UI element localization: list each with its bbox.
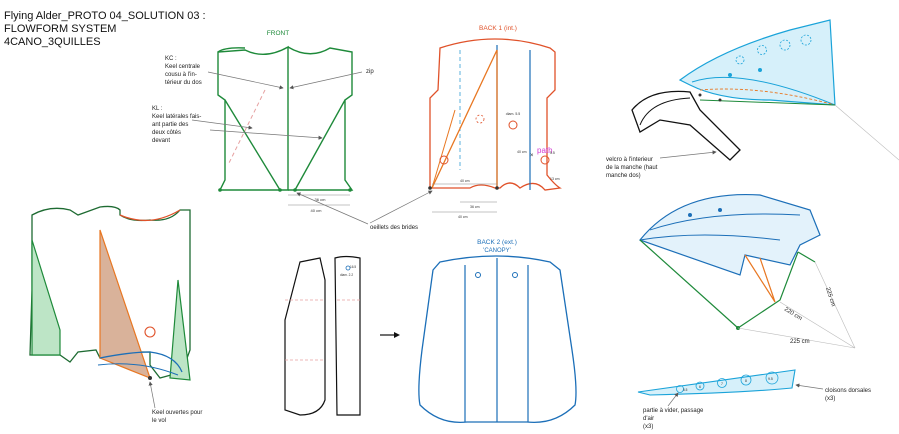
black-pattern-pieces: 16.5 diam. 2.2: [284, 255, 361, 416]
kl-annotation: KL : Keel latérales fais- ant partie des…: [152, 106, 323, 144]
velcro-annotation: velcro à l'interieur de la manche (haut …: [606, 150, 717, 179]
wing-dim-3: 225 cm: [790, 339, 810, 345]
front-left-panel: [217, 45, 289, 191]
kl-label: KL : Keel latérales fais- ant partie des…: [152, 106, 203, 144]
title-line-3: 4CANO_3QUILLES: [4, 36, 101, 48]
front-panel: FRONT 36 cm 40 cm: [217, 30, 354, 213]
front-dim-36: 36 cm: [315, 197, 327, 202]
back1-dim-40: 40 cm: [460, 179, 470, 183]
strip-label-2: diam. 2.2: [340, 273, 353, 277]
back2-heading: BACK 2 (ext.): [477, 239, 517, 246]
back1-diam: diam. 5.5: [506, 112, 520, 116]
title-line-2: FLOWFORM SYSTEM: [4, 23, 117, 35]
back1-dim-40b: 40 cm: [458, 215, 468, 219]
arrow-to-canopy: [380, 332, 400, 338]
wing-dim-2: 220 cm: [783, 307, 803, 323]
keel-open-label: Keel ouvertes pour le vol: [152, 410, 204, 424]
cloisons-strip: 5.5 6 7 8 9.5 cloisons dorsales (x3) par…: [637, 369, 873, 430]
back2-subheading: 'CANOPY': [483, 248, 511, 254]
back1-heading: BACK 1 (int.): [479, 25, 517, 32]
document-title: Flying Alder_PROTO 04_SOLUTION 03 : FLOW…: [4, 10, 206, 49]
circle-label-4: 8: [745, 379, 747, 383]
back2-panel: BACK 2 (ext.) 'CANOPY': [418, 239, 577, 424]
wing-middle: 225 cm 220 cm 225 cm: [639, 193, 856, 349]
back1-dim-36: 36 cm: [470, 205, 480, 209]
back1-path-label: path: [537, 146, 553, 155]
oeillets-label: oeillets des brides: [370, 225, 418, 231]
strip-label-1: 16.5: [350, 265, 356, 269]
kc-label: KC : Keel centrale cousu à l'in- térieur…: [165, 56, 202, 86]
wing-top: [631, 19, 899, 161]
svg-text:×: ×: [530, 153, 534, 159]
partie-label: partie à vider, passage d'air (x3): [643, 408, 705, 430]
front-dim-40: 40 cm: [311, 208, 323, 213]
cloisons-label: cloisons dorsales (x3): [825, 388, 873, 402]
back1-dim-40v: 40 cm: [517, 150, 527, 154]
title-line-1: Flying Alder_PROTO 04_SOLUTION 03 :: [4, 10, 206, 22]
oeillets-annotation: oeillets des brides: [296, 190, 433, 231]
back1-dim-5: 5.5: [550, 151, 555, 155]
velcro-label: velcro à l'interieur de la manche (haut …: [606, 157, 659, 179]
back1-dim-13: 13 cm: [550, 177, 560, 181]
circle-label-5: 9.5: [768, 377, 773, 381]
circle-label-1: 5.5: [683, 388, 688, 392]
front-heading: FRONT: [267, 30, 289, 37]
zip-label: zip: [366, 69, 374, 75]
wing-dim-1: 225 cm: [824, 287, 836, 308]
vest-3d: Keel ouvertes pour le vol: [29, 205, 204, 424]
circle-label-2: 6: [699, 385, 701, 389]
back1-panel: BACK 1 (int.) diam. 5.5 40 cm × path 5.5…: [428, 25, 562, 219]
kc-annotation: KC : Keel centrale cousu à l'in- térieur…: [165, 56, 374, 90]
circle-label-3: 7: [721, 382, 723, 386]
front-right-panel: [287, 46, 354, 191]
